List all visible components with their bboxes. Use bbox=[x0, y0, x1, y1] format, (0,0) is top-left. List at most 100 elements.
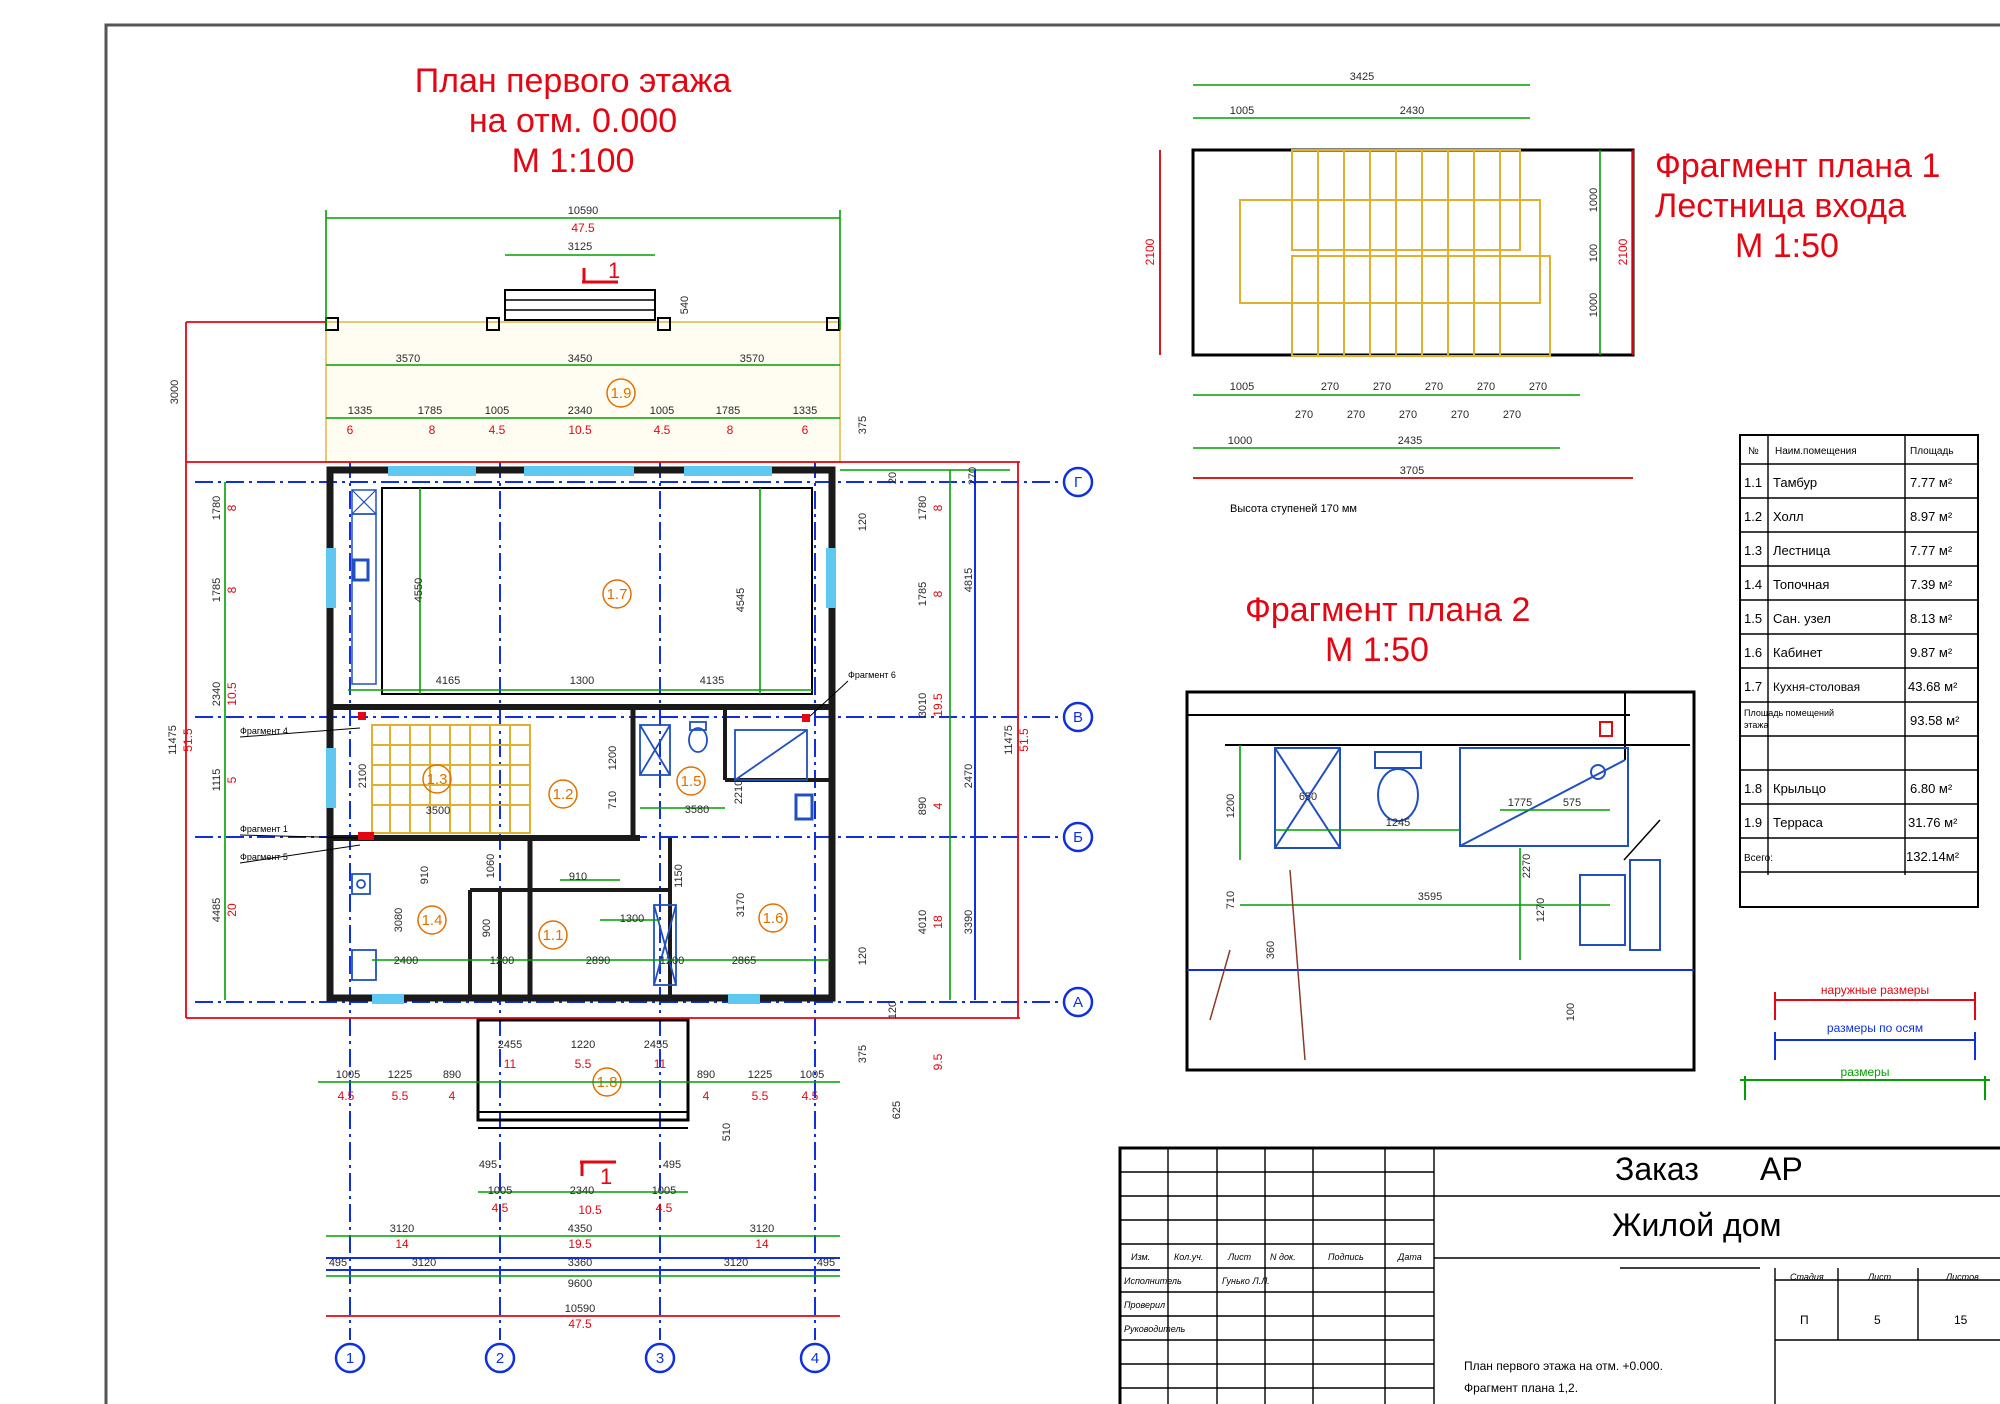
svg-text:7.77 м²: 7.77 м² bbox=[1910, 475, 1953, 490]
dim-brow1-red-3: 14 bbox=[755, 1237, 769, 1251]
f1-step-height-note: Высота ступеней 170 мм bbox=[1230, 503, 1357, 515]
dim-left-2: 1785 bbox=[211, 578, 223, 602]
room-id-1-1: 1.1 bbox=[543, 927, 564, 944]
dim-top-overall-axis: 47.5 bbox=[571, 221, 595, 235]
dim-bwin-red-7: 4 bbox=[703, 1089, 710, 1103]
dimension-lines bbox=[224, 210, 1010, 1277]
f2-dim-9: 1270 bbox=[1535, 898, 1547, 922]
f1-dim-bottom-2: 2435 bbox=[1398, 435, 1422, 447]
room-id-1-3: 1.3 bbox=[427, 771, 448, 788]
dim-window-6: 1785 bbox=[716, 405, 740, 417]
f2-dim-3: 1245 bbox=[1386, 817, 1410, 829]
title-block-col-headers: Изм. Кол.уч. Лист N док. Подпись Дата Ис… bbox=[1124, 1252, 1422, 1334]
fragment2-dimension-text: 1200 650 1245 1775 575 710 3595 2270 127… bbox=[1225, 791, 1581, 1021]
fragment2-title-line1: Фрагмент плана 2 bbox=[1245, 591, 1530, 629]
dim-room17-4: 1300 bbox=[570, 675, 594, 687]
room-id-1-2: 1.2 bbox=[553, 786, 574, 803]
dim-right-red-3: 19.5 bbox=[931, 693, 945, 717]
tb-role-head: Руководитель bbox=[1124, 1324, 1186, 1334]
dim-overall-right: 11475 bbox=[1003, 725, 1015, 755]
tb-role-executor: Исполнитель bbox=[1124, 1276, 1182, 1286]
tb-col-count: Кол.уч. bbox=[1174, 1252, 1203, 1262]
legend-axis-dims: размеры по осям bbox=[1827, 1021, 1923, 1035]
dim-right-small-2: 120 bbox=[887, 1001, 899, 1019]
axis-bubble-4: 4 bbox=[799, 1342, 831, 1374]
room-label-1-3: 1.3 bbox=[422, 764, 452, 794]
dimension-legend: наружные размеры размеры по осям размеры bbox=[1740, 983, 1990, 1100]
dim-right-3: 3010 bbox=[917, 693, 929, 717]
tb-project-name: Жилой дом bbox=[1612, 1207, 1781, 1243]
dim-porch-h: 540 bbox=[679, 296, 691, 314]
dim-brow1-1: 3120 bbox=[390, 1223, 414, 1235]
terrace-1-9 bbox=[325, 321, 841, 463]
dim-porch-b-6: 510 bbox=[721, 1123, 733, 1141]
dim-bottom-overall: 10590 bbox=[565, 1303, 596, 1315]
dim-window-2: 1785 bbox=[418, 405, 442, 417]
dim-bwin-red-1: 4.5 bbox=[338, 1089, 355, 1103]
dim-overall-right-axis: 51.5 bbox=[1017, 728, 1031, 752]
axis-bubbles: Г В Б А 1 2 3 4 bbox=[334, 466, 1094, 1374]
dim-window-7: 1335 bbox=[793, 405, 817, 417]
dim-bwin-5: 1220 bbox=[571, 1039, 595, 1051]
svg-text:1.1: 1.1 bbox=[1744, 475, 1762, 490]
f1-dim-right-1: 1000 bbox=[1588, 188, 1600, 212]
dim-porch-b-red-1: 4.5 bbox=[492, 1201, 509, 1215]
axis-bubble-1: 1 bbox=[334, 1342, 366, 1374]
dim-baxis-1: 3120 bbox=[412, 1257, 436, 1269]
svg-text:132.14м²: 132.14м² bbox=[1906, 849, 1960, 864]
svg-text:1.5: 1.5 bbox=[1744, 611, 1762, 626]
dim-bottom-95: 9.5 bbox=[931, 1053, 945, 1070]
tb-col-date: Дата bbox=[1397, 1252, 1422, 1262]
dim-bottom-375: 375 bbox=[857, 1045, 869, 1063]
dim-window-1: 1335 bbox=[348, 405, 372, 417]
dim-left-red-3: 10.5 bbox=[225, 682, 239, 706]
dim-right-2: 1785 bbox=[917, 582, 929, 606]
legend-dims: размеры bbox=[1841, 1065, 1890, 1079]
dim-window-red-3: 4.5 bbox=[489, 423, 506, 437]
dim-right-red-1: 8 bbox=[931, 504, 945, 511]
svg-text:8.13 м²: 8.13 м² bbox=[1910, 611, 1953, 626]
dim-mid-10: 910 bbox=[569, 871, 587, 883]
f1-dim-right-2: 100 bbox=[1588, 244, 1600, 262]
f1-dim-step-t1: 270 bbox=[1321, 381, 1339, 393]
dim-window-red-1: 6 bbox=[347, 423, 354, 437]
f2-dim-7: 3595 bbox=[1418, 891, 1442, 903]
f1-dim-top-1: 1005 bbox=[1230, 105, 1254, 117]
main-plan-dimension-text: 10590 47.5 3125 540 3000 3570 3450 3570 … bbox=[167, 205, 1031, 1331]
dim-bwin-red-2: 5.5 bbox=[392, 1089, 409, 1103]
dim-bwin-9: 1005 bbox=[800, 1069, 824, 1081]
main-title-line1: План первого этажа bbox=[415, 62, 732, 100]
dim-mid-11: 1300 bbox=[620, 913, 644, 925]
svg-text:1.4: 1.4 bbox=[1744, 577, 1762, 592]
fragment1-title-line1: Фрагмент плана 1 bbox=[1655, 147, 1940, 185]
dim-bottom-overall-axis: 47.5 bbox=[568, 1317, 592, 1331]
dim-mid-13: 3170 bbox=[735, 893, 747, 917]
svg-text:Всего:: Всего: bbox=[1744, 853, 1773, 864]
f2-dim-10: 360 bbox=[1265, 941, 1277, 959]
dim-mid-16: 2890 bbox=[586, 955, 610, 967]
dim-mid-7: 1150 bbox=[673, 864, 685, 888]
dim-bwin-red-4: 11 bbox=[504, 1057, 517, 1071]
dim-overall-left: 11475 bbox=[167, 725, 179, 755]
fragment-1-stair-entrance: Фрагмент плана 1 Лестница входа М 1:50 bbox=[1143, 71, 1940, 515]
dim-mid-4: 710 bbox=[607, 791, 619, 809]
tb-role-checker: Проверил bbox=[1124, 1300, 1165, 1310]
dim-left-4: 1115 bbox=[211, 769, 223, 792]
dim-b495-left: 495 bbox=[329, 1257, 347, 1269]
dim-window-red-4: 10.5 bbox=[568, 423, 592, 437]
dim-mid-19: 1200 bbox=[660, 955, 684, 967]
f2-dim-6: 710 bbox=[1225, 891, 1237, 909]
outer-dimension-lines bbox=[185, 321, 1020, 1317]
tb-order-code: АР bbox=[1760, 1151, 1803, 1187]
svg-text:Тамбур: Тамбур bbox=[1773, 475, 1817, 490]
tb-col-sign: Подпись bbox=[1328, 1252, 1364, 1262]
stairs-1-3 bbox=[371, 724, 531, 834]
svg-text:1.3: 1.3 bbox=[1744, 543, 1762, 558]
dim-porch-top: 3125 bbox=[568, 241, 592, 253]
axis-bubble-a: А bbox=[1062, 986, 1094, 1018]
dim-window-red-7: 6 bbox=[802, 423, 809, 437]
dim-left-red-2: 8 bbox=[225, 586, 239, 593]
